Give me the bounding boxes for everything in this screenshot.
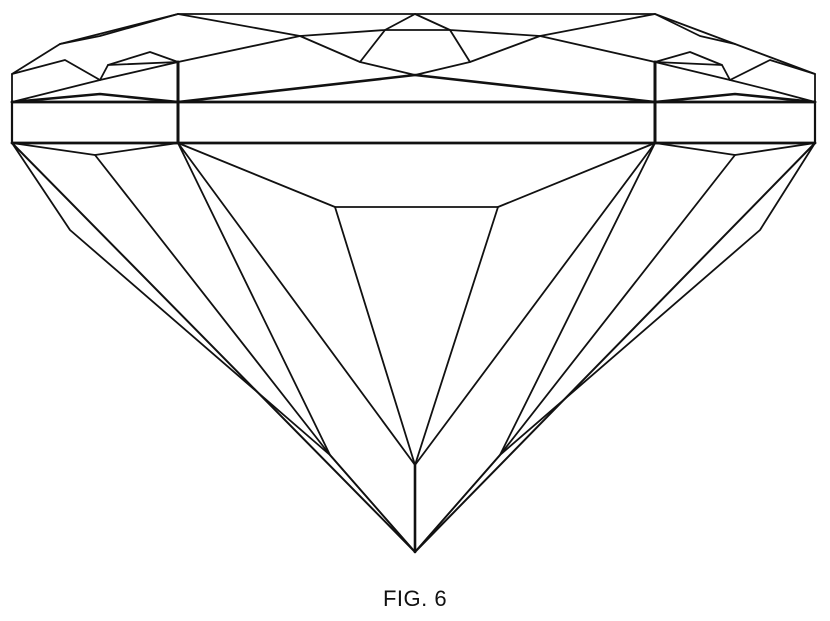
crown-facet-mid-left <box>178 14 415 36</box>
gemstone-outline <box>12 14 815 552</box>
figure-caption: FIG. 6 <box>0 586 830 612</box>
pavilion-facet-left-b <box>12 143 330 455</box>
crown-lower-band <box>12 75 815 102</box>
pavilion-center-kite <box>178 143 655 207</box>
pavilion-main-left <box>330 455 415 552</box>
crown-facet-mid-left-b <box>178 36 415 75</box>
pavilion-facet-right-b <box>500 143 815 455</box>
pavilion-center-right <box>415 207 498 465</box>
crown-facet-mid-right-b <box>415 36 655 75</box>
pavilion-outline <box>12 143 815 552</box>
pavilion-facet-right-c <box>500 143 735 455</box>
pavilion-center-left <box>335 207 415 465</box>
crown-table-right <box>450 30 470 62</box>
pavilion-main-right <box>415 455 500 552</box>
crown-table-left <box>360 30 385 62</box>
